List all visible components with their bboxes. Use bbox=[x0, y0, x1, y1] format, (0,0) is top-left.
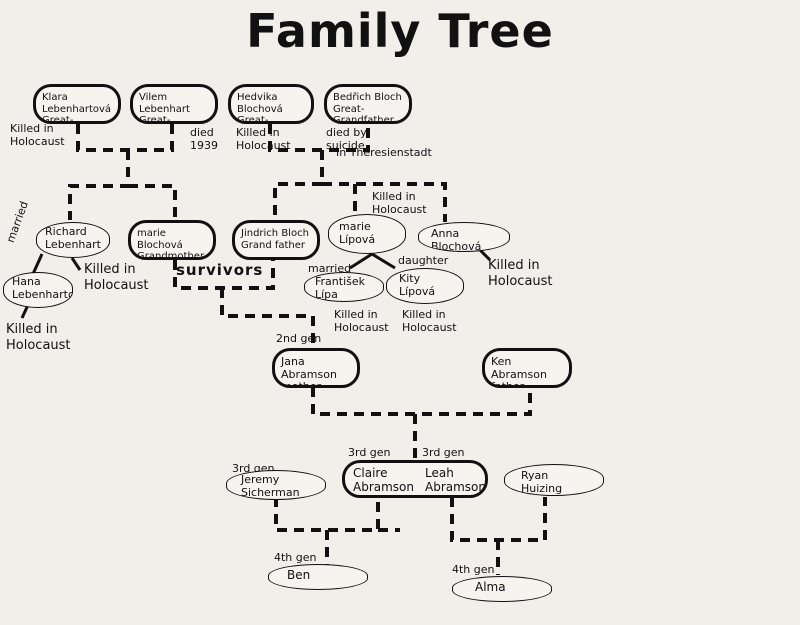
person-name: Ken Abramson bbox=[491, 355, 547, 381]
person-name: Jeremy Sicherman bbox=[241, 473, 300, 499]
person-role: Great-Grandfather bbox=[139, 115, 171, 124]
person-name: Hedvika Blochová bbox=[237, 92, 283, 115]
connector-gen1-right-couple bbox=[268, 124, 370, 152]
connector-gen1-left-down bbox=[68, 150, 130, 220]
person-kity-lipova: Kity Lípová bbox=[386, 268, 464, 304]
connector-kity bbox=[371, 252, 396, 270]
label-daughter: daughter bbox=[398, 254, 449, 267]
note-hana: Killed in Holocaust bbox=[6, 322, 71, 353]
person-name: František Lípa bbox=[315, 275, 365, 301]
person-bedrich-bloch: Bedřich Bloch Great-Grandfather bbox=[324, 84, 412, 124]
person-richard-lebenhart: Richard Lebenhart bbox=[36, 222, 110, 258]
person-marie-blochova: marie Blochová Grandmother bbox=[128, 220, 216, 260]
connector-gen1-right-down bbox=[273, 150, 324, 220]
person-name: Jindrich Bloch bbox=[241, 228, 309, 239]
label-gen-alma: 4th gen bbox=[452, 563, 495, 576]
note-vilem: died 1939 bbox=[190, 126, 218, 153]
connector-gen1-left-down-2 bbox=[128, 184, 177, 220]
person-name: Ben bbox=[287, 568, 311, 582]
person-name: Richard Lebenhart bbox=[45, 225, 101, 251]
person-claire-abramson: Claire Abramson bbox=[353, 466, 415, 494]
label-gen-ben: 4th gen bbox=[274, 551, 317, 564]
person-anna-blochova: Anna Blochová bbox=[418, 222, 510, 252]
connector-frantisek bbox=[349, 252, 373, 270]
person-role: Great-Grandmother bbox=[42, 115, 74, 124]
label-gen-claire: 3rd gen bbox=[348, 446, 391, 459]
person-name: Anna Blochová bbox=[431, 227, 482, 252]
label-gen-jana: 2nd gen bbox=[276, 332, 322, 345]
person-jana-abramson: Jana Abramson mother bbox=[272, 348, 360, 388]
connector-gen1-right-siblings bbox=[322, 182, 447, 222]
person-jeremy-sicherman: Jeremy Sicherman bbox=[226, 470, 326, 500]
person-hana-lebenhartova: Hana Lebenhartová bbox=[3, 272, 73, 308]
note-hedvika: Killed in Holocaust bbox=[236, 126, 291, 153]
person-alma: Alma bbox=[452, 576, 552, 602]
person-klara-lebenhartova: Klara Lebenhartová Great-Grandmother bbox=[33, 84, 121, 124]
note-marie-lipova: Killed in Holocaust bbox=[372, 190, 427, 217]
person-name: Hana Lebenhartová bbox=[12, 275, 72, 301]
person-leah-abramson: Leah Abramson bbox=[425, 466, 487, 494]
page-title: Family Tree bbox=[246, 4, 554, 58]
connector-gen1-left-couple bbox=[76, 124, 174, 152]
person-ken-abramson: Ken Abramson father bbox=[482, 348, 572, 388]
label-gen-leah: 3rd gen bbox=[422, 446, 465, 459]
connector-married-left bbox=[31, 253, 44, 275]
person-name: Klara Lebenhartová bbox=[42, 92, 112, 115]
person-marie-lipova: marie Lípová bbox=[328, 214, 406, 254]
connector-parents bbox=[311, 387, 532, 416]
person-name: Jana Abramson bbox=[281, 355, 337, 381]
person-jindrich-bloch: Jindrich Bloch Grand father bbox=[232, 220, 320, 260]
note-richard: Killed in Holocaust bbox=[84, 262, 149, 293]
person-role: mother bbox=[281, 380, 322, 388]
person-name: Vilem Lebenhart bbox=[139, 92, 190, 115]
person-name: Ryan Huizing bbox=[521, 469, 563, 495]
person-name: Alma bbox=[475, 580, 506, 594]
person-role: Great-Grandmother bbox=[237, 115, 269, 124]
person-vilem-lebenhart: Vilem Lebenhart Great-Grandfather bbox=[130, 84, 218, 124]
connector-claire-jeremy bbox=[274, 497, 380, 532]
person-role: Great-Grandfather bbox=[333, 103, 394, 124]
person-role: Grand father bbox=[241, 239, 306, 251]
person-frantisek-lipa: František Lípa bbox=[304, 272, 384, 302]
connector-leah-ryan bbox=[450, 497, 547, 542]
person-role: father bbox=[491, 380, 525, 388]
person-name: Kity Lípová bbox=[399, 272, 436, 298]
note-frantisek: Killed in Holocaust bbox=[334, 308, 389, 335]
connector-anna-note bbox=[478, 248, 492, 262]
note-anna: Killed in Holocaust bbox=[488, 258, 553, 289]
person-name: Bedřich Bloch bbox=[333, 92, 402, 103]
person-role: Grandmother bbox=[137, 251, 205, 260]
person-ryan-huizing: Ryan Huizing bbox=[504, 464, 604, 496]
person-name: marie Lípová bbox=[339, 220, 376, 246]
note-theresienstadt: In Theresienstadt bbox=[336, 146, 432, 159]
connector-richard-note bbox=[70, 257, 82, 271]
note-klara: Killed in Holocaust bbox=[10, 122, 65, 149]
label-survivors: survivors bbox=[176, 261, 264, 279]
person-ben: Ben bbox=[268, 564, 368, 590]
note-kity: Killed in Holocaust bbox=[402, 308, 457, 335]
person-claire-and-leah: Claire Abramson Leah Abramson bbox=[342, 460, 488, 498]
connector-to-jana bbox=[220, 288, 315, 350]
note-bedrich: died by suicide bbox=[326, 126, 367, 153]
person-name: marie Blochová bbox=[137, 228, 183, 251]
person-hedvika-blochova: Hedvika Blochová Great-Grandmother bbox=[228, 84, 314, 124]
